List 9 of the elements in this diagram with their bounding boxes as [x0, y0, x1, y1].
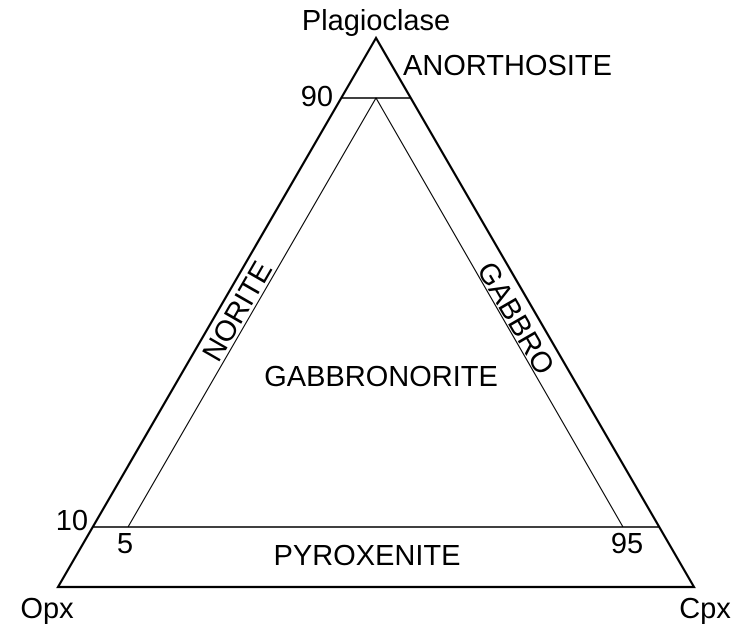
tick-label: 10	[58, 510, 87, 530]
tick-label: 5	[118, 533, 132, 554]
vertex-label: Cpx	[680, 598, 730, 624]
field-label: ANORTHOSITE	[403, 54, 611, 76]
tick-label: 95	[612, 532, 642, 554]
field-label: PYROXENITE	[276, 544, 460, 566]
tick-label: 90	[302, 86, 332, 106]
vertex-label: Plagioclase	[304, 8, 449, 36]
vertex-label: Opx	[22, 598, 74, 624]
